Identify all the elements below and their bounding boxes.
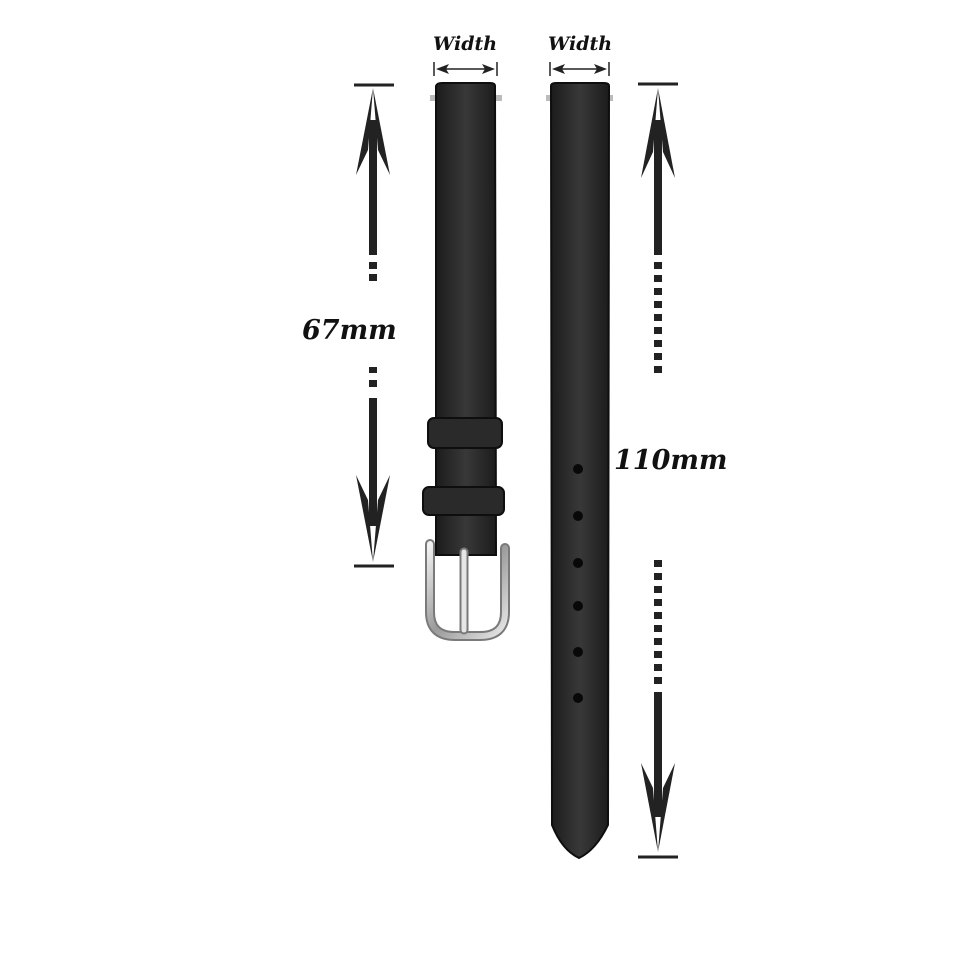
strap-hole: [573, 511, 583, 521]
strap-hole: [573, 601, 583, 611]
length-dimension-buckle-strap: [354, 83, 394, 568]
length-dimension-long-strap: [638, 82, 678, 859]
length-label-long-strap: 110mm: [614, 445, 728, 476]
buckle-strap-body: [435, 82, 498, 556]
long-strap: [546, 82, 613, 860]
spring-bar-pin-left: [430, 95, 438, 101]
strap-hole: [573, 693, 583, 703]
strap-hole: [573, 464, 583, 474]
width-label-buckle-strap: Width: [433, 33, 498, 55]
strap-hole: [573, 558, 583, 568]
spring-bar-pin-left: [546, 95, 554, 101]
length-label-buckle-strap: 67mm: [302, 315, 397, 346]
strap-keeper-1: [427, 417, 503, 449]
strap-keeper-2: [422, 486, 505, 516]
width-dimension-right: [549, 62, 610, 76]
buckle-strap: [422, 82, 510, 641]
width-dimension-left: [433, 62, 498, 76]
width-label-long-strap: Width: [548, 33, 613, 55]
spring-bar-pin-right: [494, 95, 502, 101]
strap-hole: [573, 647, 583, 657]
buckle: [425, 539, 510, 641]
